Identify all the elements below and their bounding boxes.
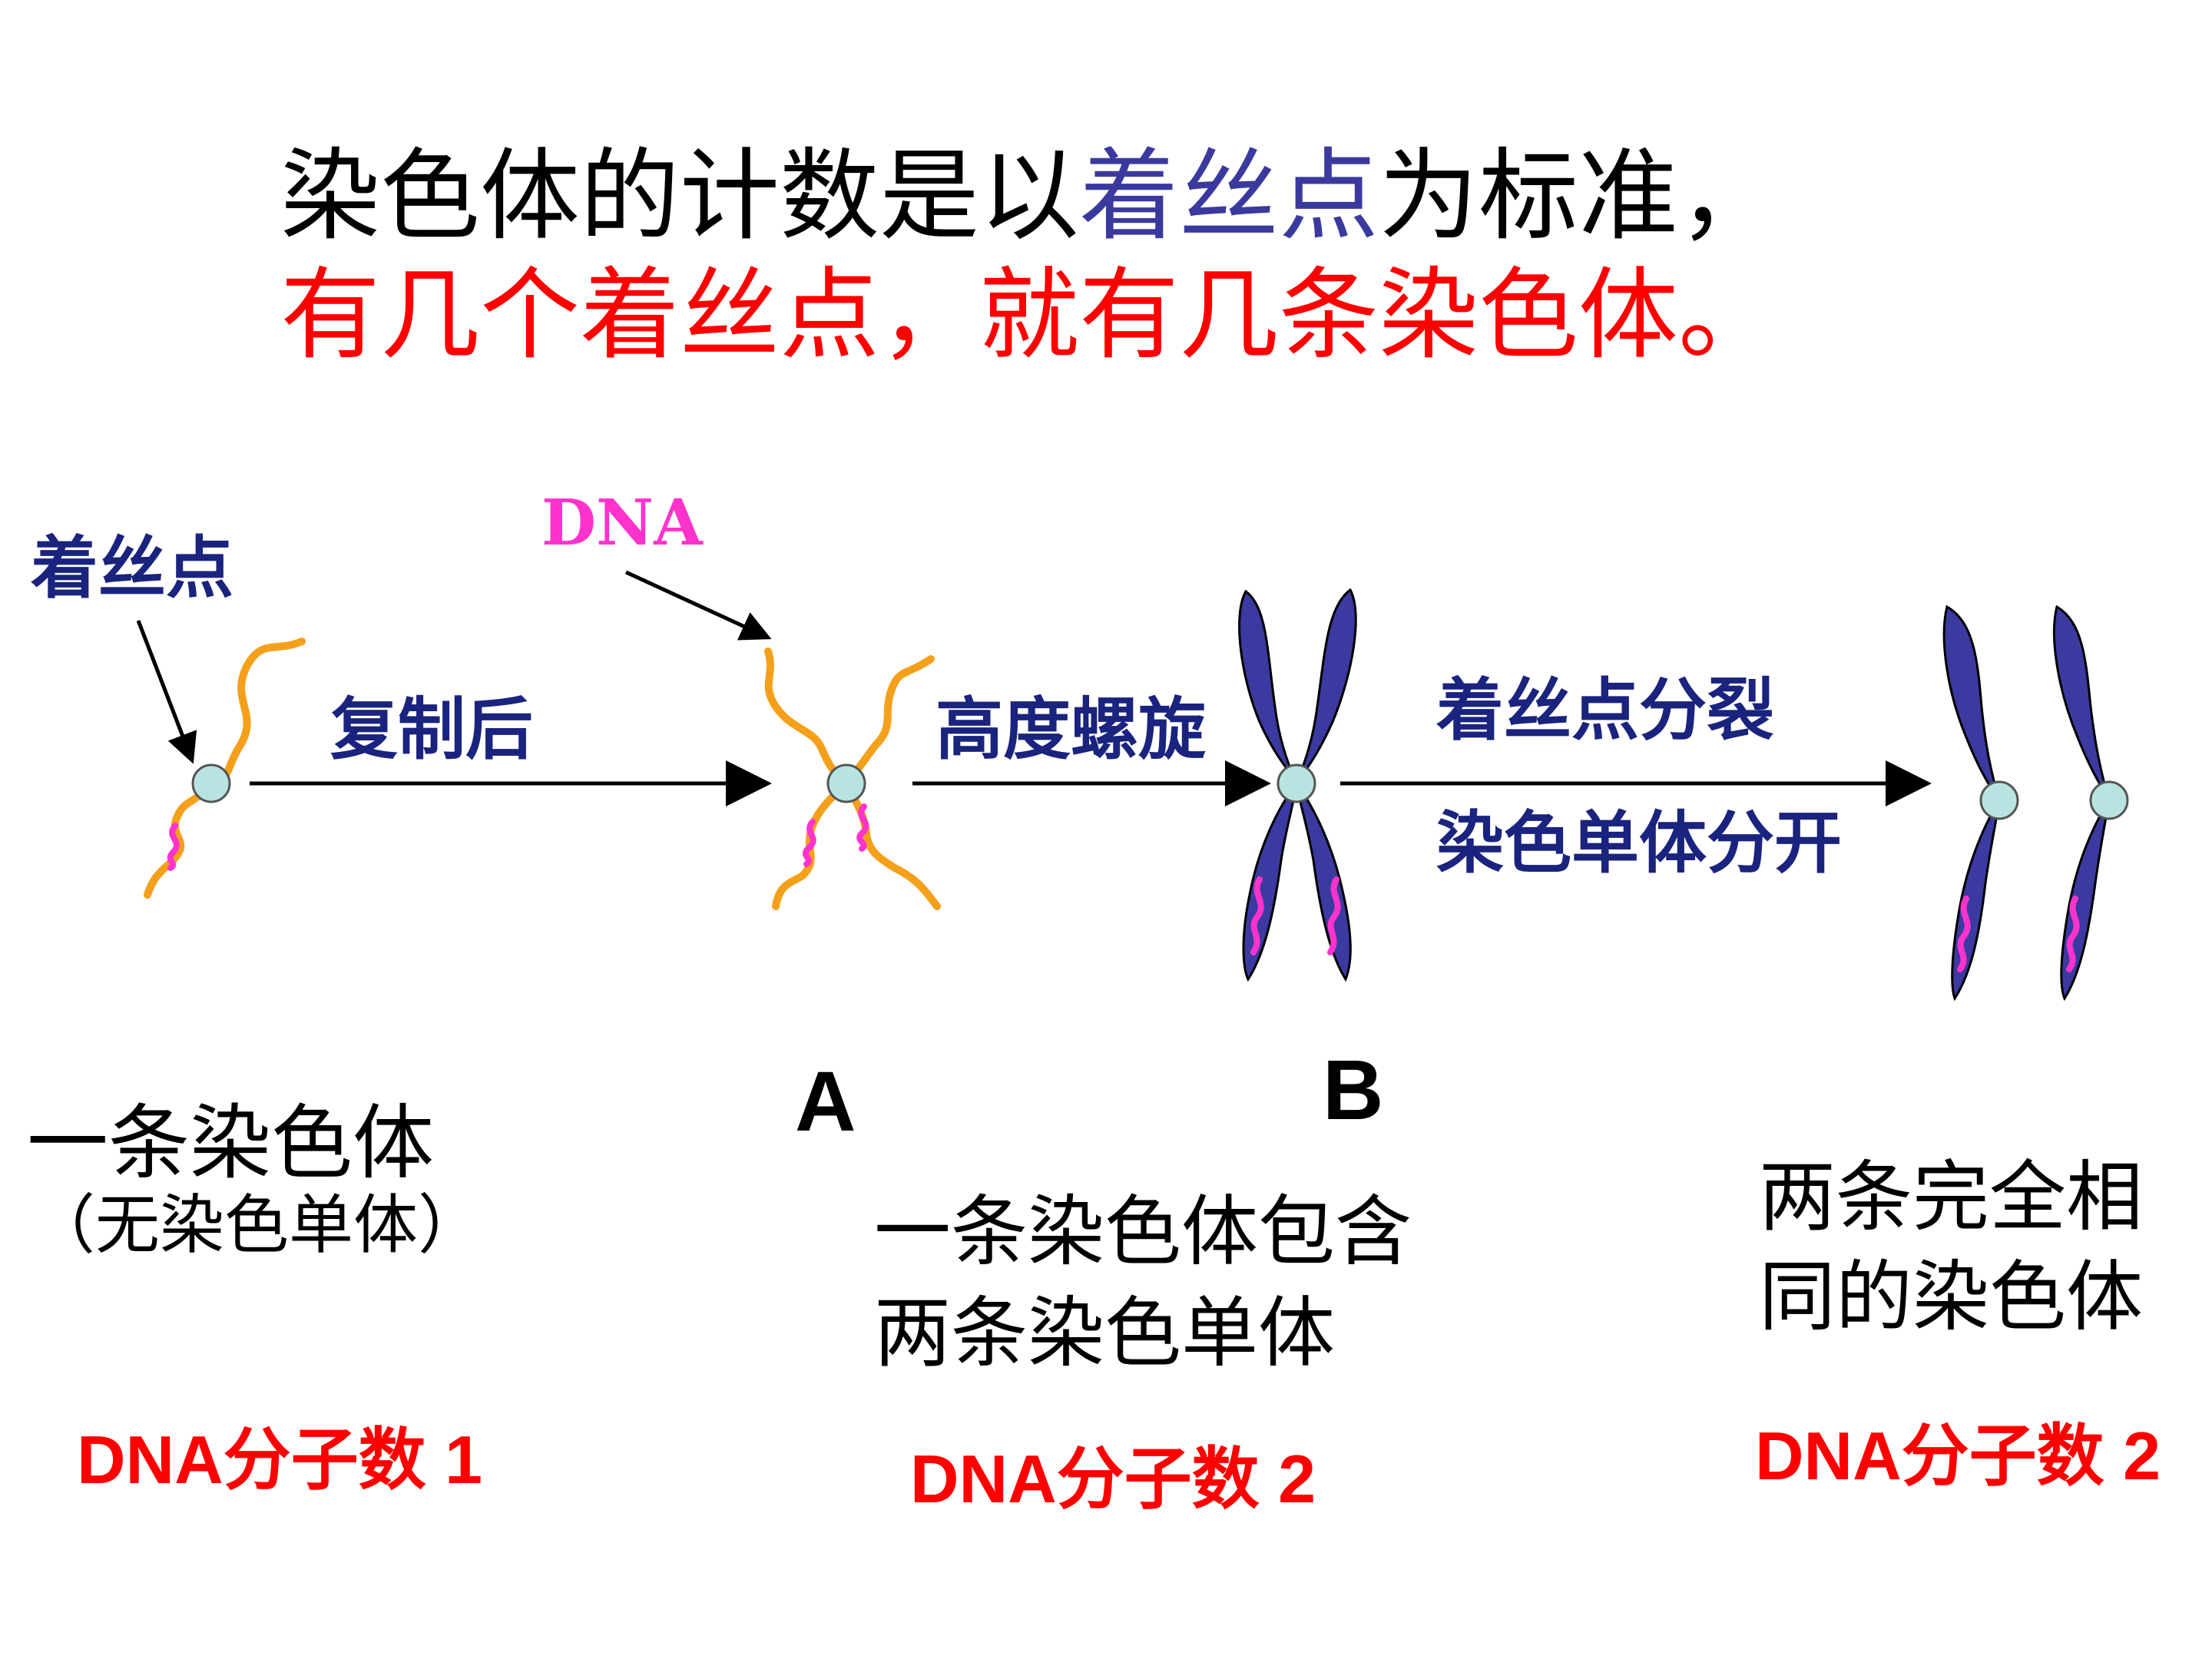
dna-strand-icon	[843, 780, 941, 910]
title-highlight-centromere: 着丝点	[1079, 137, 1379, 254]
title-part-2: 为标准，	[1379, 137, 1779, 254]
title-part-1: 染色体的计数是以	[280, 137, 1080, 254]
marker-b: B	[1323, 1043, 1384, 1137]
dna-strand-icon	[843, 655, 935, 787]
marker-a: A	[795, 1055, 856, 1149]
dna-segment-icon	[1250, 876, 1264, 955]
centromere-icon	[191, 763, 231, 803]
stage-1-chromosome	[144, 637, 306, 899]
centromere-icon	[1979, 780, 2019, 820]
centromere-label: 着丝点	[31, 530, 234, 606]
centromere-pointer-arrow-icon	[136, 620, 197, 764]
stage-4-chromosome-right	[2053, 604, 2129, 1002]
title-line-2: 有几个着丝点，就有几条染色体。	[280, 257, 1779, 373]
right-caption-line-2: 同的染色体	[1759, 1252, 2143, 1342]
dna-segment-icon	[856, 803, 869, 852]
stage-2-chromosome	[764, 647, 941, 910]
dna-strand-icon	[207, 637, 306, 787]
dna-segment-icon	[2066, 896, 2080, 972]
left-caption-line-2: （无染色单体）	[31, 1187, 483, 1263]
dna-strand-icon	[772, 780, 850, 910]
step-2-label: 高度螺旋	[935, 691, 1207, 767]
dna-count-middle: DNA分子数 2	[910, 1441, 1316, 1517]
right-caption-line-1: 两条完全相	[1759, 1152, 2143, 1242]
middle-caption-line-1: 一条染色体包含	[874, 1187, 1412, 1277]
stage-3-chromosome	[1238, 588, 1357, 982]
title-line-1: 染色体的计数是以着丝点为标准，	[280, 138, 1778, 253]
dna-strand-icon	[764, 647, 850, 787]
dna-strand-icon	[144, 780, 215, 899]
dna-segment-icon	[1327, 876, 1341, 955]
dna-count-right: DNA分子数 2	[1755, 1418, 2161, 1494]
stage-4-chromosome-left	[1942, 604, 2019, 1002]
dna-segment-icon	[1957, 896, 1971, 972]
dna-segment-icon	[167, 823, 180, 871]
dna-count-left: DNA分子数 1	[77, 1422, 483, 1498]
step-3-label-line-1: 着丝点分裂	[1436, 672, 1775, 748]
centromere-icon	[826, 763, 866, 803]
step-3-label-line-2: 染色单体分开	[1436, 805, 1843, 881]
centromere-icon	[1277, 763, 1316, 803]
step-1-label: 复制后	[330, 691, 534, 767]
dna-pointer-arrow-icon	[624, 570, 772, 641]
chromosome-icon	[1942, 604, 2001, 801]
chromosome-icon	[1295, 783, 1352, 982]
chromosome-icon	[1295, 588, 1357, 784]
centromere-icon	[2089, 780, 2129, 820]
dna-label: DNA	[541, 486, 703, 560]
chromosome-icon	[1238, 589, 1298, 784]
dna-segment-icon	[802, 819, 816, 867]
middle-caption-line-2: 两条染色单体	[874, 1288, 1335, 1378]
left-caption-line-1: 一条染色体	[27, 1096, 434, 1190]
chromosome-icon	[2053, 604, 2111, 801]
